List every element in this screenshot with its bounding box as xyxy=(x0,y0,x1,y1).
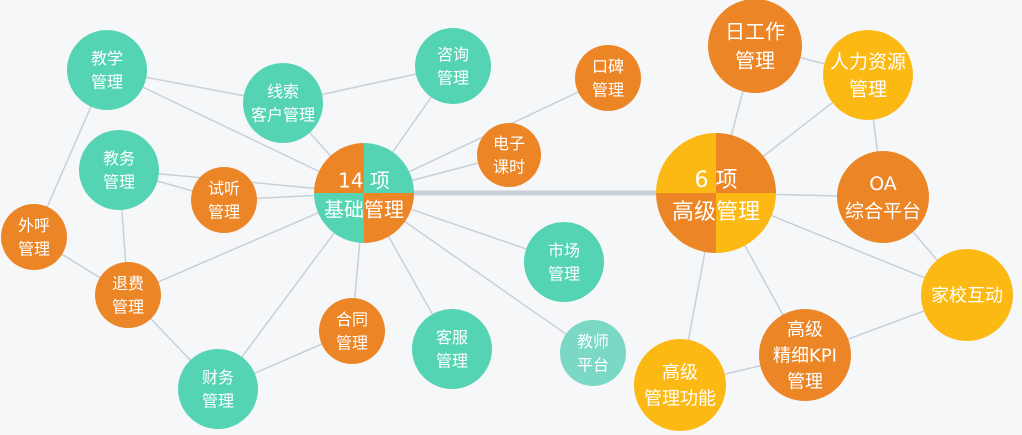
node-label: 客服 xyxy=(436,328,468,347)
node-label: 教师 xyxy=(577,332,609,351)
node-label: 6 项 xyxy=(695,168,738,193)
node-label: 管理 xyxy=(436,351,468,370)
node-label: 管理 xyxy=(91,72,123,91)
node-label: 家校互动 xyxy=(931,285,1003,306)
node-label: 管理 xyxy=(437,68,469,87)
node-circle xyxy=(191,167,257,233)
hub-quadrant xyxy=(364,143,414,193)
hub-quadrant xyxy=(314,193,364,243)
node-label: 管理 xyxy=(787,372,823,393)
node-circle xyxy=(243,63,323,143)
node-label: 客户管理 xyxy=(251,105,315,124)
hub-quadrant xyxy=(314,143,364,193)
node-circle xyxy=(823,30,913,120)
node-label: 人力资源 xyxy=(830,51,906,73)
node-label: 管理 xyxy=(18,239,50,258)
node-label: 管理 xyxy=(202,391,234,410)
node-label: 高级 xyxy=(787,319,823,340)
node-circle xyxy=(95,262,161,328)
node-label: 高级管理 xyxy=(672,200,760,225)
node-label: 线索 xyxy=(267,82,299,101)
node-circle xyxy=(575,45,641,111)
node-label: 管理 xyxy=(336,333,368,352)
node-label: 电子 xyxy=(493,134,525,153)
node-circle xyxy=(759,309,851,401)
node-circle xyxy=(79,130,159,210)
hub-quadrant xyxy=(656,193,716,253)
node-label: 退费 xyxy=(112,274,144,293)
node-label: 管理 xyxy=(735,49,775,73)
hub-quadrant xyxy=(716,193,776,253)
hub-quadrant xyxy=(656,133,716,193)
node-circle xyxy=(67,30,147,110)
node-label: 管理 xyxy=(112,297,144,316)
node-circle xyxy=(560,320,626,386)
node-label: 咨询 xyxy=(437,45,469,64)
node-circle xyxy=(415,28,491,104)
node-label: 基础管理 xyxy=(324,198,404,222)
node-label: 日工作 xyxy=(725,20,785,44)
node-circle xyxy=(524,222,604,302)
node-circle xyxy=(921,249,1013,341)
node-label: 平台 xyxy=(577,355,609,374)
node-label: 管理 xyxy=(849,79,887,101)
node-label: 财务 xyxy=(202,368,234,387)
node-label: 口碑 xyxy=(592,57,624,76)
node-label: 管理 xyxy=(548,264,580,283)
node-circle xyxy=(708,0,802,93)
node-circle xyxy=(178,349,258,429)
node-label: 高级 xyxy=(662,362,698,383)
node-label: 课时 xyxy=(493,157,525,176)
node-label: 管理 xyxy=(592,80,624,99)
node-label: 管理 xyxy=(103,172,135,191)
node-oa[interactable]: OA 综合平台 xyxy=(837,151,929,243)
node-label: 外呼 xyxy=(18,216,50,235)
node-label: 管理 xyxy=(208,202,240,221)
node-label: 市场 xyxy=(548,241,580,260)
node-label: 教学 xyxy=(91,49,123,68)
node-circle xyxy=(1,204,67,270)
node-label: 综合平台 xyxy=(845,201,921,223)
node-circle xyxy=(319,298,385,364)
node-label: 教务 xyxy=(103,149,135,168)
node-circle xyxy=(477,123,541,187)
node-label: OA xyxy=(869,173,897,195)
node-label: 试听 xyxy=(208,179,240,198)
hub-quadrant xyxy=(716,133,776,193)
node-circle xyxy=(634,339,726,431)
node-homeschool[interactable]: 家校互动 xyxy=(921,249,1013,341)
node-label: 精细KPI xyxy=(773,345,837,366)
hub-quadrant xyxy=(364,193,414,243)
node-circle xyxy=(412,309,492,389)
node-label: 14 项 xyxy=(338,169,390,193)
node-label: 合同 xyxy=(336,310,368,329)
node-circle xyxy=(837,151,929,243)
node-label: 管理功能 xyxy=(644,389,716,410)
